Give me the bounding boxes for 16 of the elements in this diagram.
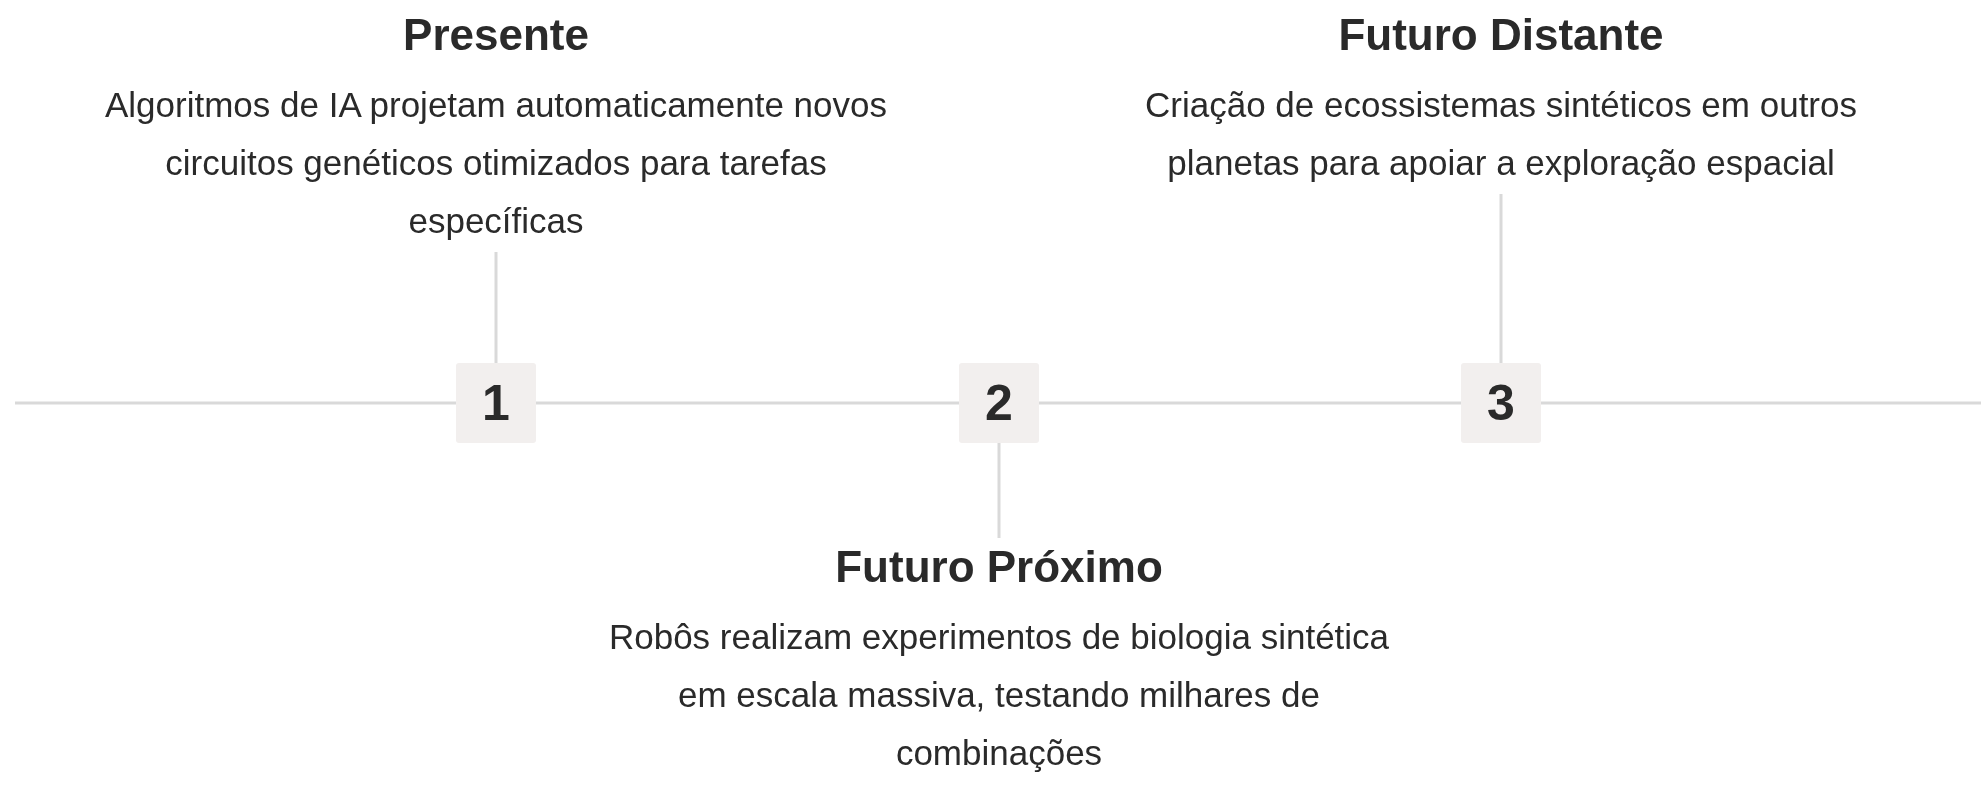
step-number-marker: 3	[1461, 363, 1541, 443]
leader-line	[1499, 194, 1503, 363]
leader-line	[997, 443, 1001, 538]
description-text: Algoritmos de IA projetam automaticamente novos circuitos genéticos otimizados para tarefas específicas	[103, 84, 889, 242]
timeline-line	[536, 401, 959, 405]
description-text: Robôs realizam experimentos de biologia sintética em escala massiva, testando milhares de combinações	[607, 616, 1391, 774]
description-text: Criação de ecossistemas sintéticos em outros planetas para apoiar a exploração espacial	[1144, 84, 1858, 184]
timeline-line	[1541, 401, 1981, 405]
period-heading: Presente	[403, 9, 589, 61]
step-number-marker: 2	[959, 363, 1039, 443]
step-number-marker: 1	[456, 363, 536, 443]
timeline-line	[1039, 401, 1461, 405]
period-heading: Futuro Próximo	[835, 541, 1163, 593]
timeline-line	[15, 401, 456, 405]
period-heading: Futuro Distante	[1338, 9, 1664, 61]
leader-line	[494, 252, 498, 363]
